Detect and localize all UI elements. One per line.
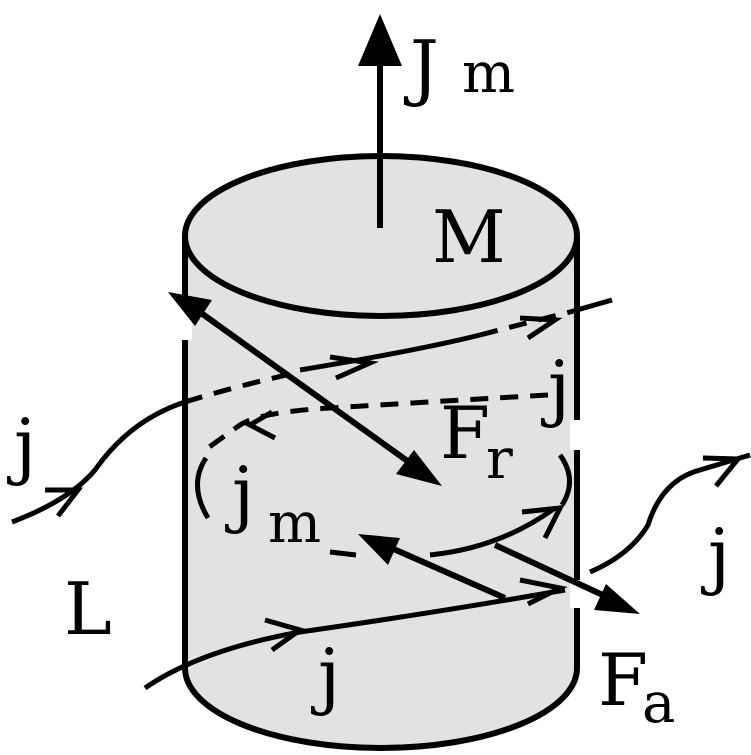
right-edge-gap-upper — [570, 420, 584, 450]
fr-sub-label: r — [486, 427, 513, 492]
left-current-wire — [11, 399, 186, 525]
fa-force-arrowhead-right — [594, 584, 640, 614]
bottom-current-arrowhead-1 — [264, 617, 306, 653]
fa-main-label: F — [598, 638, 648, 722]
jm-front-curve — [329, 505, 557, 558]
right-current-arrowhead — [702, 455, 744, 488]
j-left-label: j — [7, 403, 36, 487]
jm-front-arrowhead — [521, 505, 565, 540]
left-current-arrowhead — [45, 487, 84, 518]
jm-left-bracket — [195, 456, 211, 520]
upper-current-dashed — [479, 309, 571, 338]
cylinder-bottom-arc — [182, 667, 580, 751]
bottom-current-wire — [143, 587, 566, 691]
jm-sub-label: m — [462, 41, 515, 106]
upper-current-arrowhead-2 — [519, 315, 563, 341]
right-current-wire — [589, 452, 751, 575]
fr-force-arrowhead-bottom — [396, 450, 442, 486]
fa-force-line — [378, 540, 507, 601]
jm-inner-sub-label: m — [268, 491, 321, 556]
upper-current-front — [299, 332, 481, 373]
fa-sub-label: a — [642, 671, 675, 736]
fa-force-line-right — [493, 542, 622, 606]
magnetization-label: M — [432, 195, 506, 279]
jm-axis-arrowhead — [358, 14, 402, 66]
jm-main-label: J — [403, 25, 439, 109]
jm-right-bracket — [557, 453, 572, 507]
upper-current-out — [569, 297, 613, 315]
bottom-current-arrowhead-2 — [519, 577, 568, 607]
fa-force-arrowhead-left — [358, 534, 400, 565]
j-right-lower-label: j — [701, 513, 730, 597]
fr-main-label: F — [440, 391, 490, 475]
jm-back-arrowhead — [244, 409, 277, 441]
l-label: L — [64, 567, 112, 651]
upper-current-arrowhead-1 — [329, 354, 379, 381]
fr-force-arrowhead-top — [168, 292, 212, 326]
fr-force-line — [188, 302, 422, 473]
cylinder-body — [185, 236, 577, 748]
